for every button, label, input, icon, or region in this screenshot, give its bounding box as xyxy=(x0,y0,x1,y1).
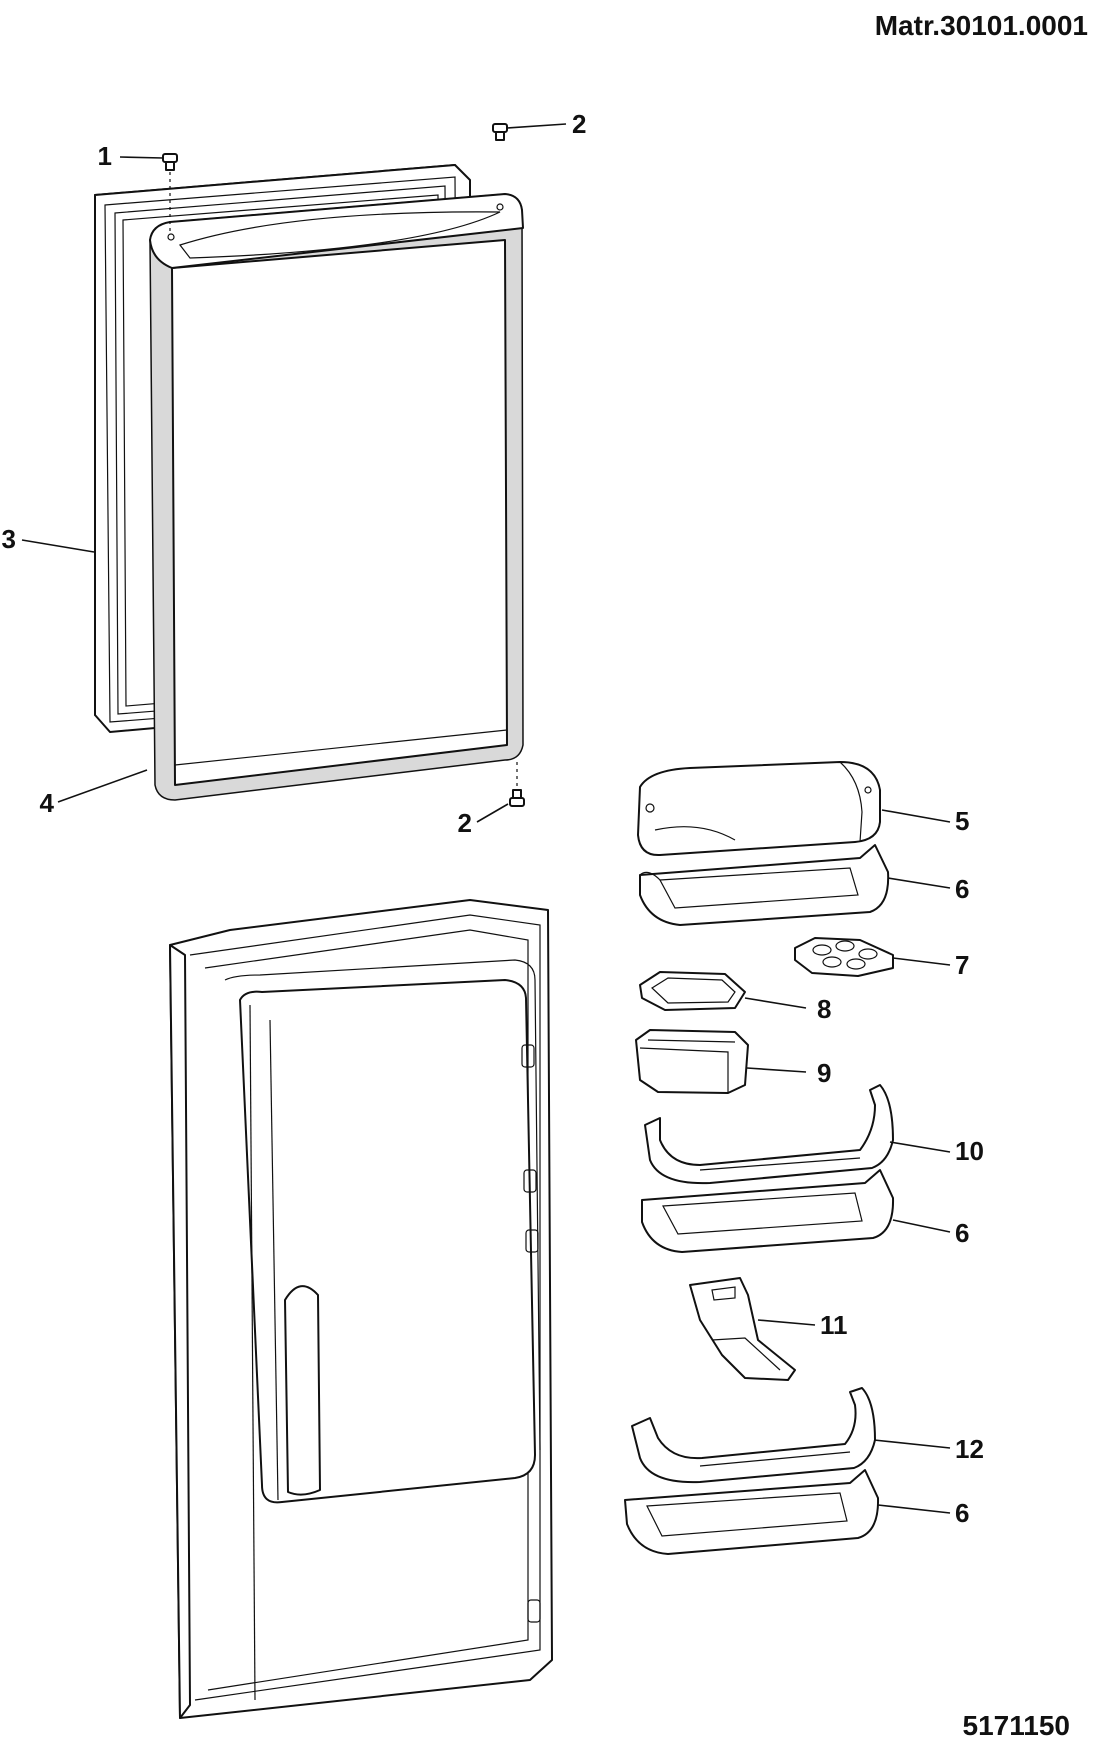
callout-8: 8 xyxy=(817,994,831,1024)
hinge-screw-bottom-right xyxy=(509,762,525,807)
bottle-retainer xyxy=(644,1084,894,1185)
callout-2-bottom: 2 xyxy=(458,808,472,838)
callout-7: 7 xyxy=(955,950,969,980)
callout-4: 4 xyxy=(40,788,55,818)
inner-door-liner xyxy=(169,899,553,1719)
door-shelf-middle xyxy=(641,1169,895,1253)
callout-1: 1 xyxy=(98,141,112,171)
bottle-retainer-lower xyxy=(631,1387,876,1484)
storage-container xyxy=(635,1029,749,1094)
dairy-compartment xyxy=(637,761,881,857)
bottle-holder-clip xyxy=(689,1277,796,1381)
egg-tray xyxy=(794,937,894,977)
hinge-screw-top-right xyxy=(492,123,508,141)
callout-9: 9 xyxy=(817,1058,831,1088)
container-lid xyxy=(639,971,746,1011)
callout-5: 5 xyxy=(955,806,969,836)
drawing-number: 5171150 xyxy=(963,1710,1070,1741)
callout-6-middle: 6 xyxy=(955,1218,969,1248)
material-number: Matr.30101.0001 xyxy=(875,10,1088,41)
leader-lines xyxy=(21,123,951,1514)
callout-12: 12 xyxy=(955,1434,984,1464)
callout-10: 10 xyxy=(955,1136,984,1166)
callout-6-upper: 6 xyxy=(955,874,969,904)
door-shelf-upper xyxy=(639,844,890,926)
callout-3: 3 xyxy=(2,524,16,554)
callout-6-lower: 6 xyxy=(955,1498,969,1528)
door-shelf-lower xyxy=(624,1469,880,1555)
callout-2-top: 2 xyxy=(572,109,586,139)
callout-labels: 1 2 2 3 4 5 6 7 8 9 10 6 11 12 6 xyxy=(2,109,984,1528)
outer-door-panel xyxy=(149,193,524,801)
callout-11: 11 xyxy=(820,1310,848,1340)
